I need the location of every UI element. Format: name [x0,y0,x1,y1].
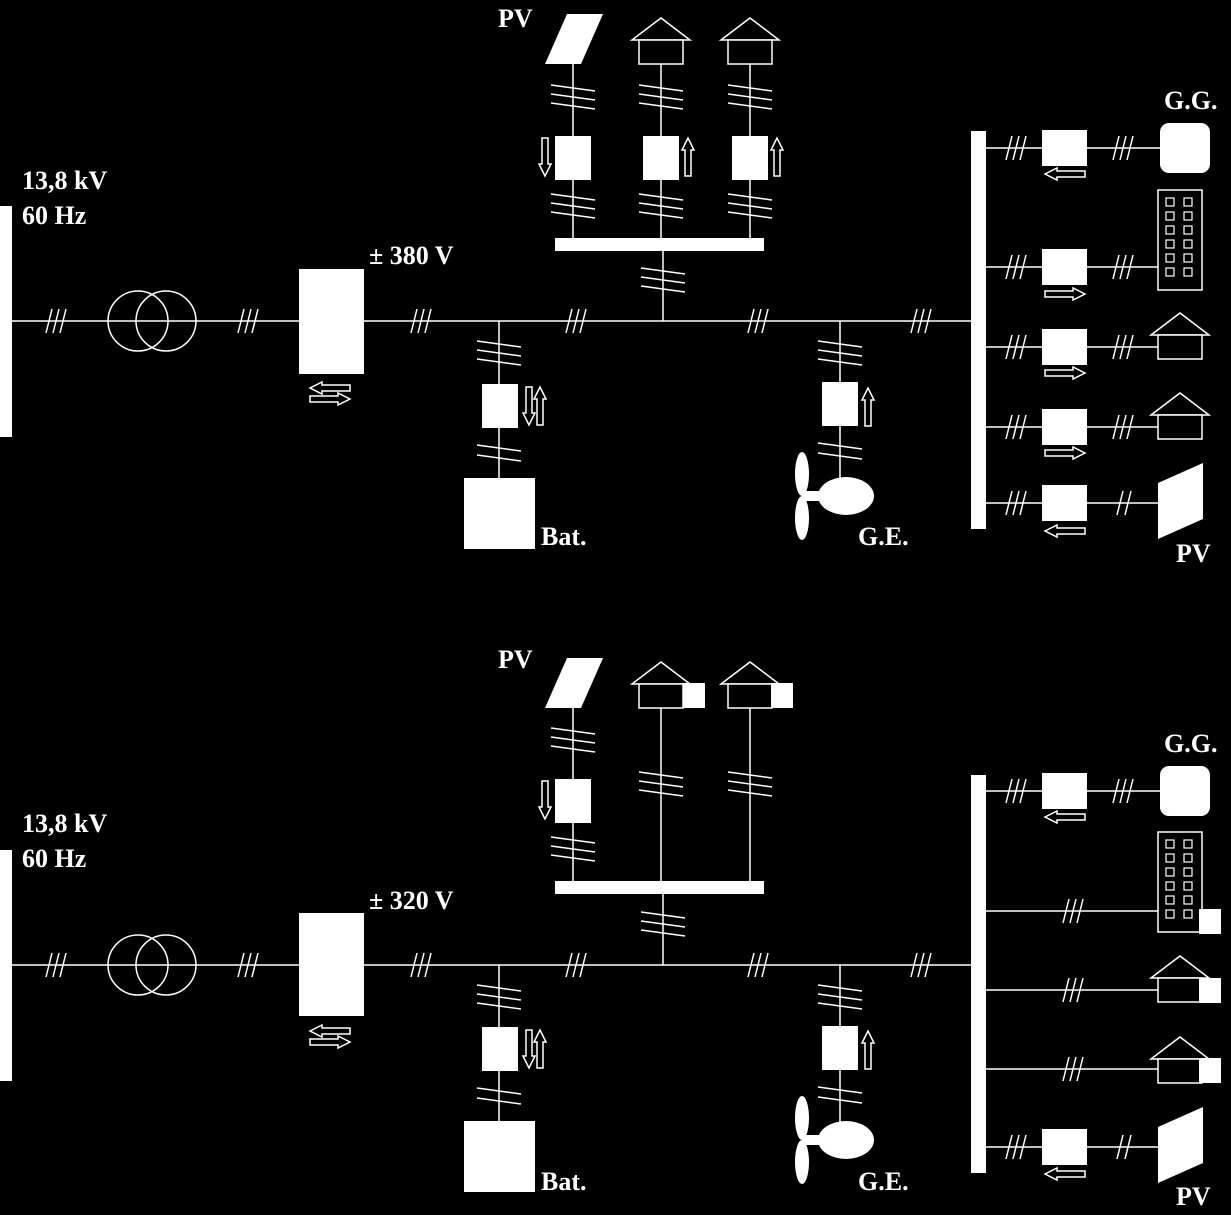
diesel-generator-icon [1160,766,1210,816]
battery-label: Bat. [541,1167,587,1196]
converter-icon [555,136,591,180]
ac-bus-bar [971,131,986,529]
diesel-generator-icon [1160,123,1210,173]
converter-icon [1042,249,1087,285]
grid-bus-bar [0,850,12,1081]
diagram-2: 13,8 kV 60 Hz ± 320 V Bat. G.E. [0,645,1221,1211]
converter-icon [732,136,768,180]
house-icon [720,17,780,65]
wind-generator-label: G.E. [858,522,909,551]
battery-icon [464,1121,535,1192]
gg-label: G.G. [1164,86,1217,115]
converter-icon [555,779,591,823]
house-icon [720,661,780,709]
converter-icon [1199,978,1221,1003]
converter-icon [299,913,364,1016]
grid-voltage-label: 13,8 kV [22,809,107,838]
pv-panel-icon [545,658,603,708]
pv-top-label: PV [498,645,533,674]
dc-voltage-label: ± 380 V [369,241,454,270]
converter-icon [299,269,364,374]
converter-icon [1042,409,1087,445]
pv-panel-icon [1158,1107,1203,1183]
grid-frequency-label: 60 Hz [22,844,86,873]
converter-icon [1042,329,1087,365]
converter-icon [643,136,679,180]
converter-icon [822,382,858,426]
building-icon [1157,189,1203,291]
pv-top-label: PV [498,4,533,33]
converter-icon [1199,909,1221,934]
pv-panel-icon [545,14,603,64]
converter-icon [822,1026,858,1070]
dc-sub-bus-bar [555,238,764,251]
converter-icon [482,384,518,428]
house-icon [631,17,691,65]
wind-generator-label: G.E. [858,1167,909,1196]
pv-right-label: PV [1176,539,1211,568]
house-icon [1150,392,1210,440]
converter-icon [683,683,705,708]
converter-icon [1199,1058,1221,1083]
building-icon [1157,831,1203,933]
gg-label: G.G. [1164,729,1217,758]
grid-bus-bar [0,206,12,437]
pv-panel-icon [1158,463,1203,539]
converter-icon [482,1027,518,1071]
converter-icon [771,683,793,708]
battery-icon [464,478,535,549]
ac-bus-bar [971,775,986,1173]
battery-label: Bat. [541,522,587,551]
converter-icon [1042,130,1087,166]
converter-icon [1042,1129,1087,1165]
pv-right-label: PV [1176,1182,1211,1211]
converter-icon [1042,485,1087,521]
dc-voltage-label: ± 320 V [369,886,454,915]
house-icon [631,661,691,709]
converter-icon [1042,773,1087,809]
grid-voltage-label: 13,8 kV [22,166,107,195]
house-icon [1150,312,1210,360]
diagram-1: 13,8 kV 60 Hz ± 380 V Bat. G.E. [0,4,1217,568]
dc-sub-bus-bar [555,881,764,894]
grid-frequency-label: 60 Hz [22,201,86,230]
